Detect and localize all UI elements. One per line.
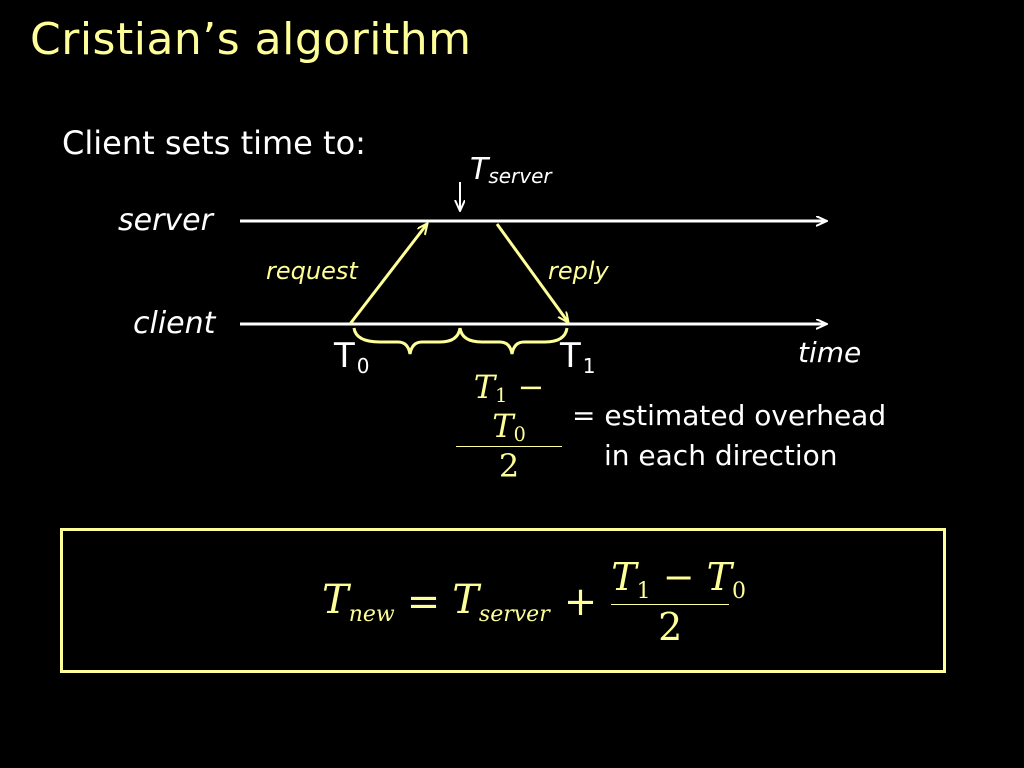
formula-fraction: T1 − T0 2	[611, 555, 746, 649]
formula-box	[60, 528, 946, 673]
right-brace	[458, 327, 569, 355]
fraction-bar	[456, 446, 562, 447]
overhead-numerator: T1 − T0	[473, 368, 545, 446]
reply-arrow	[495, 223, 568, 322]
overhead-description-line1: = estimated overhead	[572, 399, 887, 432]
slide-title: Cristian’s algorithm	[30, 14, 472, 65]
client-label: client	[133, 306, 216, 341]
plus-sign: +	[563, 579, 598, 625]
overhead-description-line2: in each direction	[604, 439, 838, 472]
new-time-formula: Tnew = Tserver + T1 − T0 2	[322, 555, 746, 649]
server-label: server	[118, 203, 213, 238]
slide-subtitle: Client sets time to:	[62, 124, 366, 162]
request-label: request	[266, 257, 358, 285]
overhead-fraction: T1 − T0 2	[456, 368, 562, 485]
t-new-term: Tnew	[322, 577, 395, 627]
t-server-label: Tserver	[470, 152, 552, 188]
equals-sign: =	[406, 579, 441, 625]
t-server-term: Tserver	[452, 577, 550, 627]
overhead-denominator: 2	[498, 447, 520, 485]
time-label: time	[798, 336, 862, 369]
left-brace	[352, 327, 462, 355]
reply-label: reply	[548, 257, 609, 285]
request-arrow	[348, 224, 427, 325]
